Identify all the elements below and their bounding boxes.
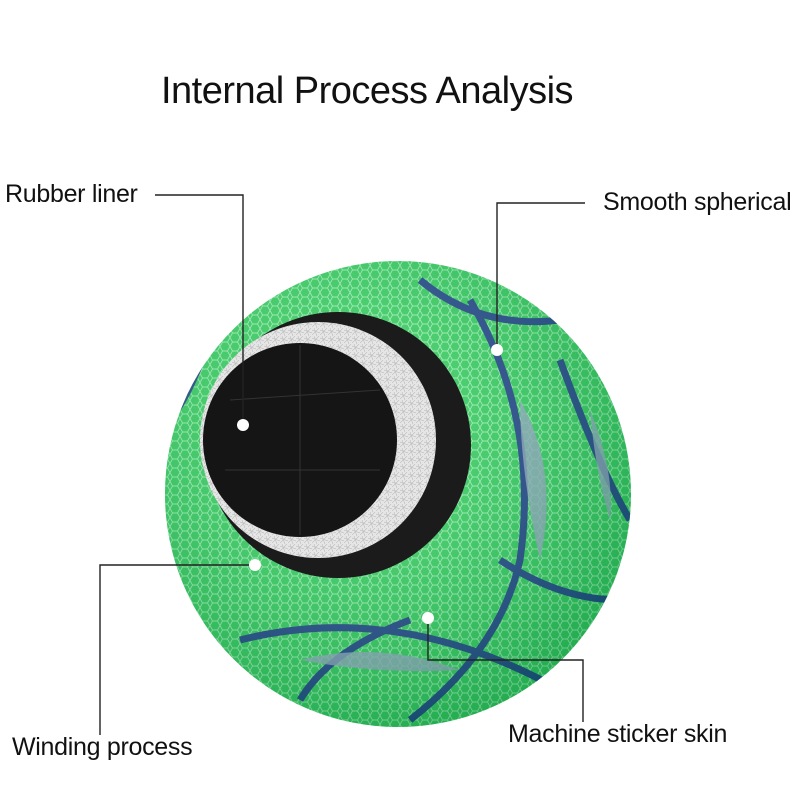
marker-dot [491,344,503,356]
page-title: Internal Process Analysis [160,70,574,112]
marker-dot [237,419,249,431]
leader-smooth-spherical [496,202,585,350]
label-smooth-spherical: Smooth spherical [603,188,792,216]
leader-machine-sticker-skin [427,618,584,722]
leader-winding-process [99,564,255,735]
marker-dot [249,559,261,571]
cutaway [200,312,471,578]
label-machine-sticker-skin: Machine sticker skin [508,720,728,748]
marker-dot [422,612,434,624]
label-rubber-liner: Rubber liner [5,180,138,208]
leader-lines [99,194,585,735]
label-winding-process: Winding process [12,733,193,761]
leader-rubber-liner [155,194,244,425]
